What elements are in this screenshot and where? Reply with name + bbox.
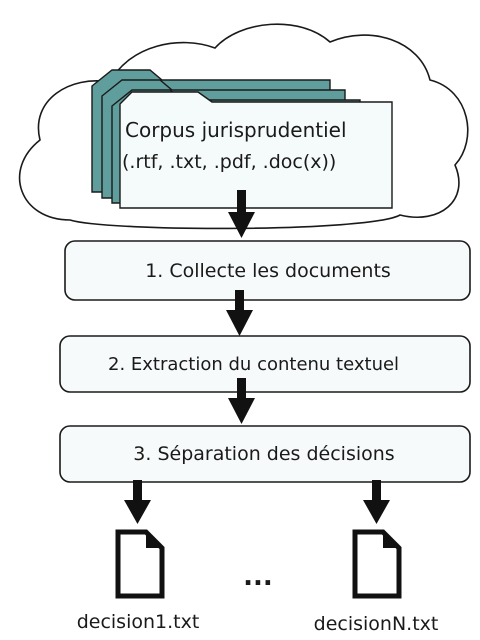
folder-stack-icon [91, 69, 393, 209]
step-box-extract [59, 335, 471, 393]
arrow-down-icon [363, 480, 390, 524]
corpus-title: Corpus jurisprudentiel [125, 118, 347, 142]
arrow-down-icon [124, 480, 151, 524]
ellipsis-text: ... [243, 562, 273, 592]
output-label-first: decision1.txt [77, 611, 200, 633]
step-label-collect: 1. Collecte les documents [145, 260, 391, 282]
output-label-last: decisionN.txt [314, 613, 439, 635]
arrow-down-icon [226, 290, 253, 336]
corpus-formats: (.rtf, .txt, .pdf, .doc(x)) [122, 151, 336, 173]
step-box-separate [59, 425, 471, 483]
step-label-separate: 3. Séparation des décisions [133, 443, 394, 465]
arrow-down-icon [228, 190, 255, 238]
step-label-extract: 2. Extraction du contenu textuel [108, 354, 399, 375]
step-box-collect [64, 240, 471, 301]
arrow-down-icon [228, 378, 255, 424]
document-icon [352, 529, 402, 599]
document-icon [115, 529, 165, 599]
